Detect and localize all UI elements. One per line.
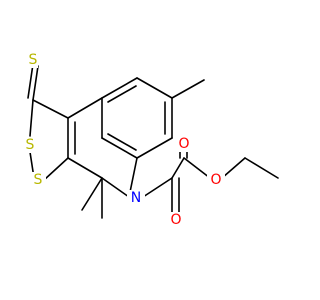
- bonds: [27, 63, 279, 219]
- bond-oester-ch2: [221, 157, 246, 179]
- bond-cketone-cester: [171, 157, 185, 179]
- molecule-diagram: S S S N O O O: [22, 52, 279, 228]
- atom-o-ester-carbonyl: O: [178, 136, 189, 152]
- bond-benz-5-inner: [107, 133, 137, 151]
- atom-s-ring-top: S: [26, 137, 35, 153]
- structure-svg: S S S N O O O: [22, 52, 279, 228]
- bond-gem-methyl-1: [81, 177, 103, 211]
- atom-s-thione: S: [29, 52, 38, 68]
- bond-thione-a: [32, 65, 39, 101]
- bond-cq-n: [101, 177, 130, 198]
- atom-s-ring-bottom: S: [34, 172, 43, 188]
- bond-s2-c6: [43, 157, 69, 181]
- atom-o-ester: O: [210, 172, 221, 188]
- bond-benz-1-inner: [107, 85, 137, 103]
- bond-cester-oester: [183, 157, 211, 179]
- bond-benz-4: [136, 137, 173, 159]
- bond-c5-cthione: [32, 99, 69, 119]
- atom-labels: S S S N O O O: [22, 52, 225, 228]
- bond-n-cketone: [142, 177, 173, 198]
- atom-n-ring: N: [131, 190, 141, 206]
- atom-o-ketone: O: [170, 212, 181, 228]
- bond-c4b-c5: [67, 97, 103, 119]
- bond-c6-cq: [67, 157, 103, 179]
- bond-benz-2: [136, 77, 173, 99]
- bond-thione-b: [27, 63, 34, 99]
- bond-ch2-ch3: [244, 157, 279, 179]
- bond-benz-1: [101, 77, 138, 99]
- bond-aryl-methyl: [171, 79, 205, 99]
- bond-benz-5: [101, 137, 138, 159]
- bond-cthione-s1: [29, 99, 34, 137]
